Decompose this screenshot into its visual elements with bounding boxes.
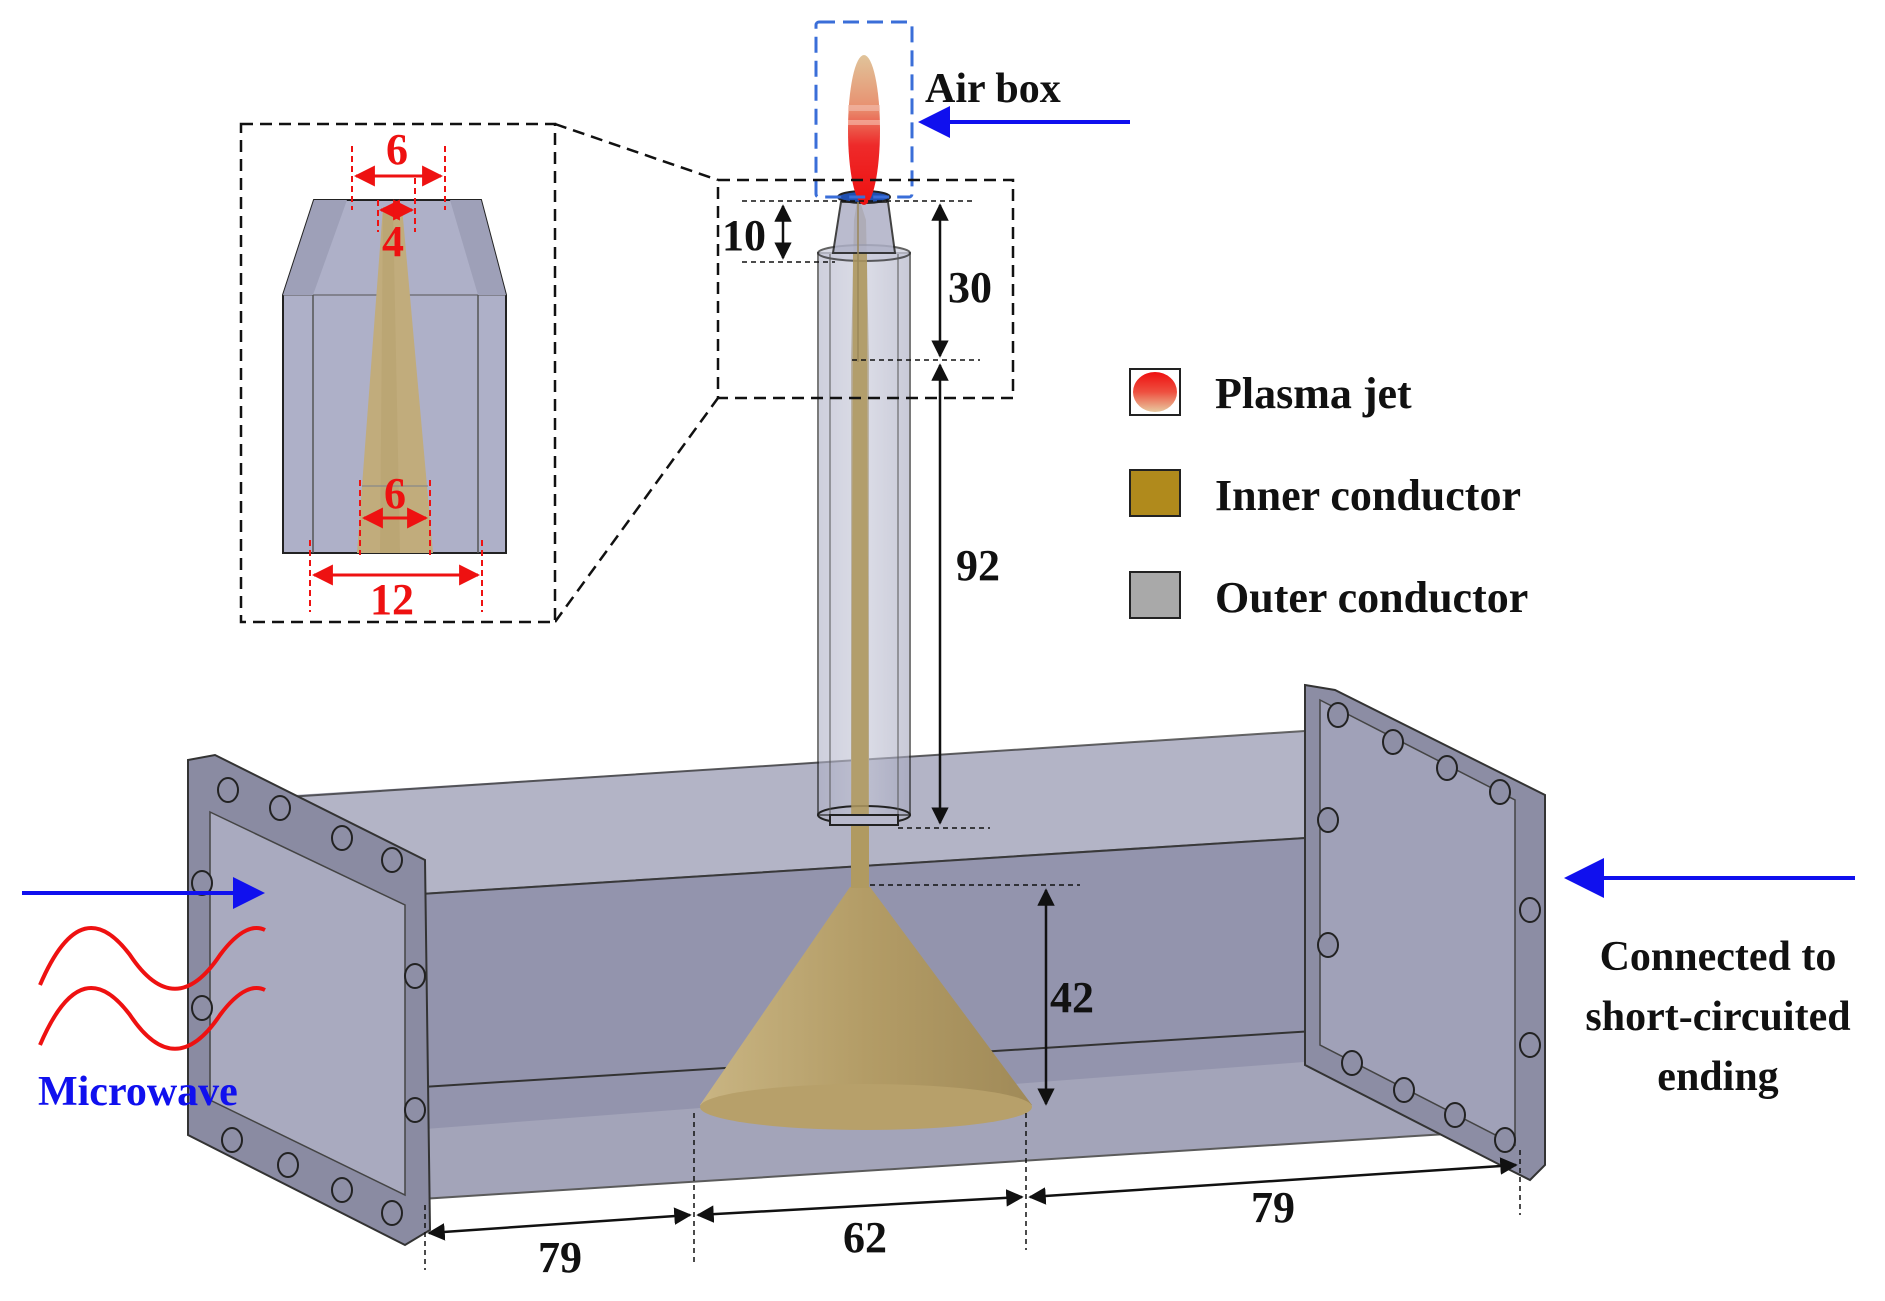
- dim-right-span: 79: [1251, 1183, 1295, 1232]
- short-circuit-arrowhead: [1564, 858, 1604, 898]
- inset-dim-outer: 12: [370, 575, 414, 624]
- legend-label-outer-conductor: Outer conductor: [1215, 573, 1528, 622]
- inner-conductor-cone: [700, 887, 1032, 1128]
- microwave-wave-icon: [38, 986, 266, 1051]
- plasma-jet: [848, 55, 880, 205]
- zoom-region-box: [716, 178, 1015, 400]
- inner-conductor-swatch: [1129, 469, 1181, 517]
- dim-tube-length: 92: [956, 541, 1000, 590]
- zoom-connector-top: [554, 122, 719, 182]
- short-circuit-label-line2: short-circuited: [1585, 994, 1850, 1040]
- outer-conductor-tube: [817, 190, 911, 888]
- dim-cone-base: 62: [843, 1213, 887, 1262]
- short-circuit-label-line3: ending: [1657, 1054, 1778, 1100]
- legend-label-inner-conductor: Inner conductor: [1215, 471, 1521, 520]
- inset-dim-top-inner: 4: [382, 217, 404, 266]
- zoom-connector-bottom: [553, 397, 720, 623]
- dim-left-span: 79: [538, 1233, 582, 1282]
- dim-tip-cone-height: 10: [722, 211, 766, 260]
- inset-detail: [239, 122, 557, 624]
- right-flange: [1304, 683, 1546, 1182]
- air-box-arrowhead: [918, 106, 950, 138]
- legend: [1129, 368, 1181, 619]
- inset-dim-top-outer: 6: [386, 125, 408, 174]
- dim-tip-section-length: 30: [948, 263, 992, 312]
- dimension-lines: [424, 200, 1521, 1270]
- microwave-arrowhead: [233, 877, 265, 909]
- microwave-label: Microwave: [38, 1069, 238, 1115]
- dim-cone-height: 42: [1050, 973, 1094, 1022]
- legend-label-plasma-jet: Plasma jet: [1215, 369, 1412, 418]
- air-box-label: Air box: [925, 66, 1061, 112]
- short-circuit-label-line1: Connected to: [1600, 934, 1837, 980]
- microwave-wave-icon: [38, 926, 266, 991]
- left-flange: [187, 753, 432, 1247]
- flange-bolts: [191, 702, 1541, 1226]
- air-box-outline: [814, 20, 914, 199]
- outer-conductor-swatch: [1129, 571, 1181, 619]
- inset-dim-rod: 6: [384, 469, 406, 518]
